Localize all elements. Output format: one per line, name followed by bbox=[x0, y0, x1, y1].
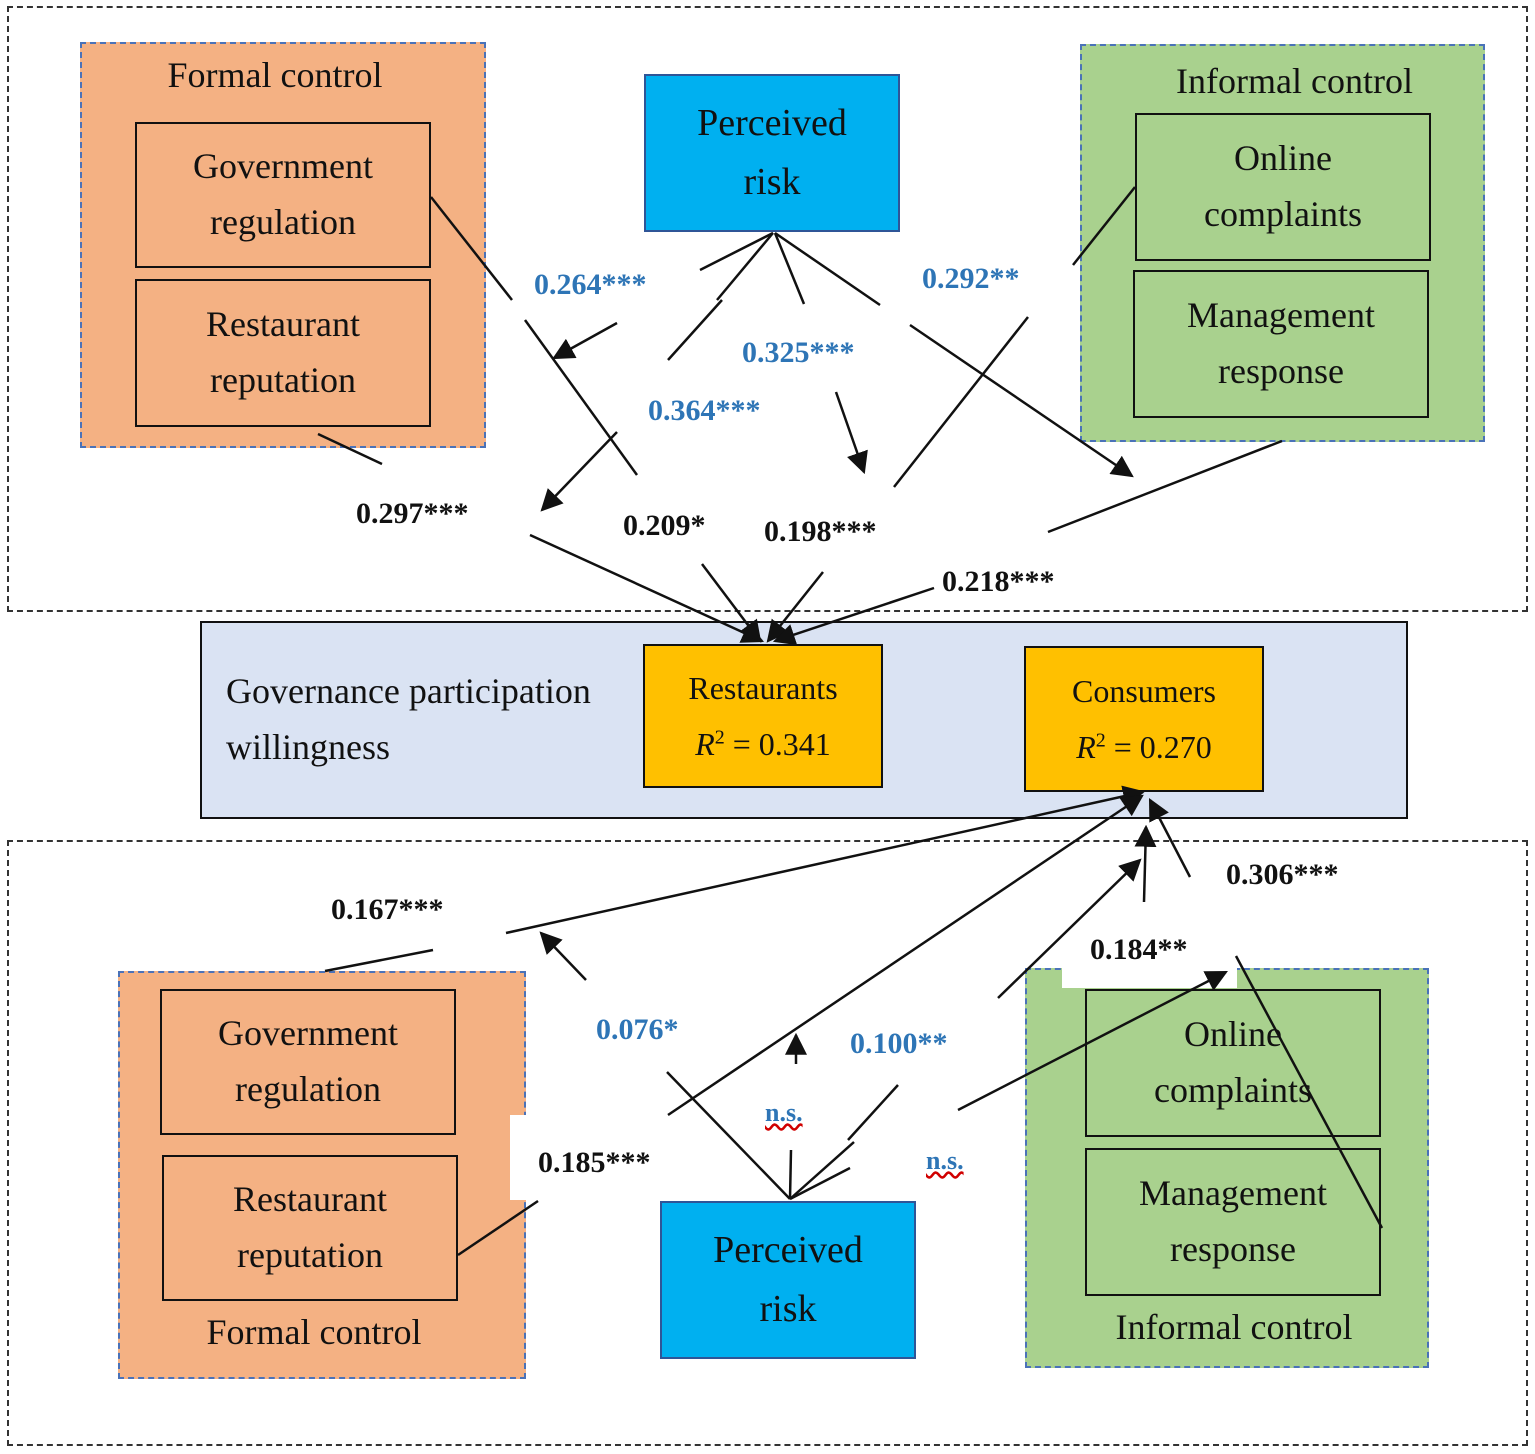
bottom-region bbox=[7, 840, 1528, 1446]
top-coef-risk-to-restaurants: 0.364*** bbox=[648, 394, 761, 427]
bottom-coef-government: 0.167*** bbox=[331, 893, 444, 926]
bottom-risk-to-response-b bbox=[957, 970, 1228, 1112]
bottom-coef-risk-to-center: n.s. bbox=[765, 1098, 803, 1127]
bottom-coef-response: 0.306*** bbox=[1226, 858, 1339, 891]
top-government-to-restaurants bbox=[701, 563, 762, 643]
top-risk-to-center-b bbox=[834, 391, 868, 475]
bottom-risk-to-informal-c bbox=[997, 858, 1142, 999]
consumers-outcome-box: Consumers R2 = 0.270 bbox=[1024, 646, 1264, 792]
restaurants-r2: R2 = 0.341 bbox=[695, 716, 831, 772]
bottom-risk-to-formal-b bbox=[539, 931, 587, 981]
label-mask-left bbox=[510, 1115, 570, 1200]
top-risk-to-formal-b bbox=[552, 321, 618, 360]
bottom-online-complaints-box: Online complaints bbox=[1085, 989, 1381, 1137]
consumers-r2-symbol: R bbox=[1076, 729, 1096, 765]
bottom-management-response-box: Management response bbox=[1085, 1148, 1381, 1296]
consumers-r2-value: = 0.270 bbox=[1113, 729, 1212, 765]
bottom-coef-risk-to-informal: 0.100** bbox=[850, 1027, 948, 1060]
bottom-response-to-consumers-a bbox=[1234, 955, 1384, 1229]
top-online-complaints-box: Online complaints bbox=[1135, 113, 1431, 261]
top-restaurant-reputation-box: Restaurant reputation bbox=[135, 279, 431, 427]
restaurants-outcome-box: Restaurants R2 = 0.341 bbox=[643, 644, 883, 788]
top-government-regulation-box: Government regulation bbox=[135, 122, 431, 268]
bottom-restaurant-reputation-box: Restaurant reputation bbox=[162, 1155, 458, 1301]
top-gov-line-a bbox=[430, 196, 513, 301]
top-complaints-line-a bbox=[1072, 186, 1136, 266]
top-region bbox=[7, 6, 1528, 612]
bottom-perceived-risk-box: Perceived risk bbox=[660, 1201, 916, 1359]
bottom-coef-reputation: 0.185*** bbox=[538, 1146, 651, 1179]
top-risk-to-restaurants-b bbox=[667, 299, 723, 361]
bottom-response-to-consumers-b bbox=[1148, 798, 1192, 878]
bottom-gov-to-consumers-b bbox=[505, 785, 1146, 935]
top-gov-line-b bbox=[523, 319, 639, 476]
bottom-complaints-to-consumers bbox=[1134, 824, 1157, 903]
bottom-coef-risk-to-formal: 0.076* bbox=[596, 1013, 679, 1046]
top-informal-control-title: Informal control bbox=[1176, 61, 1413, 101]
top-risk-to-formal-a bbox=[699, 231, 774, 272]
consumers-title: Consumers bbox=[1072, 673, 1216, 709]
consumers-r2: R2 = 0.270 bbox=[1076, 719, 1212, 775]
top-coef-response: 0.218*** bbox=[942, 565, 1055, 598]
bottom-risk-to-informal-b bbox=[847, 1084, 899, 1141]
restaurants-r2-symbol: R bbox=[695, 726, 715, 762]
bottom-risk-to-center-a bbox=[788, 1149, 793, 1200]
top-management-response-box: Management response bbox=[1133, 270, 1429, 418]
bottom-coef-risk-to-response: n.s. bbox=[926, 1146, 964, 1175]
bottom-gov-to-consumers-a bbox=[324, 948, 434, 973]
bottom-informal-control-title: Informal control bbox=[1115, 1307, 1353, 1347]
top-perceived-risk-box: Perceived risk bbox=[644, 74, 900, 232]
consumers-r2-exp: 2 bbox=[1095, 729, 1106, 752]
top-risk-to-restaurants-c bbox=[540, 431, 618, 512]
top-rep-line bbox=[317, 432, 383, 466]
top-coef-government: 0.209* bbox=[623, 509, 706, 542]
top-risk-to-informal-a bbox=[774, 231, 881, 307]
top-coef-risk-to-informal: 0.292** bbox=[922, 262, 1020, 295]
bottom-risk-to-response-a bbox=[789, 1166, 851, 1201]
restaurants-r2-value: = 0.341 bbox=[732, 726, 831, 762]
top-risk-to-center-a bbox=[773, 232, 806, 305]
top-reputation-to-restaurants bbox=[529, 533, 765, 643]
bottom-formal-control-title: Formal control bbox=[206, 1312, 422, 1352]
top-coef-reputation: 0.297*** bbox=[356, 497, 469, 530]
bottom-rep-to-consumers-b bbox=[667, 794, 1144, 1117]
top-response-line bbox=[1047, 439, 1283, 534]
restaurants-r2-exp: 2 bbox=[714, 726, 725, 749]
governance-participation-label: Governance participation willingness bbox=[226, 671, 591, 767]
top-risk-to-restaurants-a bbox=[716, 232, 774, 301]
bottom-coef-complaints: 0.184** bbox=[1090, 933, 1188, 966]
bottom-government-regulation-box: Government regulation bbox=[160, 989, 456, 1135]
top-coef-risk-to-formal: 0.264*** bbox=[534, 268, 647, 301]
top-coef-complaints: 0.198*** bbox=[764, 515, 877, 548]
top-response-to-restaurants bbox=[772, 586, 935, 646]
top-complaints-line-b bbox=[893, 316, 1029, 488]
top-risk-to-informal-b bbox=[909, 323, 1134, 478]
top-formal-control-title: Formal control bbox=[167, 55, 383, 95]
bottom-risk-to-informal-a bbox=[789, 1141, 855, 1200]
top-coef-risk-to-center: 0.325*** bbox=[742, 336, 855, 369]
top-complaints-to-restaurants bbox=[766, 571, 824, 643]
bottom-risk-to-formal-a bbox=[666, 1071, 791, 1200]
restaurants-title: Restaurants bbox=[688, 670, 838, 706]
bottom-rep-to-consumers-a bbox=[457, 1199, 539, 1257]
